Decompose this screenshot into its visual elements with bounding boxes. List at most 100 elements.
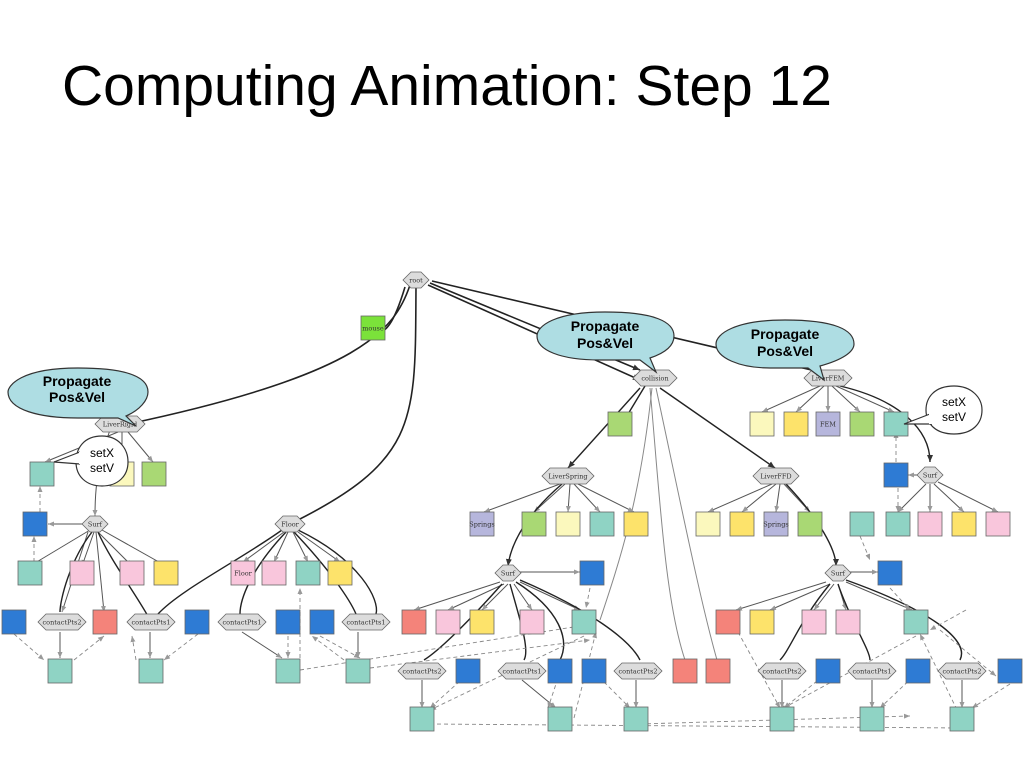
node-floor-cp1b bbox=[341, 613, 391, 631]
node-floor-label: Floor bbox=[281, 520, 299, 528]
node-liver-rigid-label: LiverRigid bbox=[103, 420, 137, 428]
node-spring-surf-model bbox=[519, 609, 545, 635]
node-liver-ffd-label: LiverFFD bbox=[760, 472, 791, 480]
node-spring-cp2b-label: contactPts2 bbox=[619, 667, 658, 675]
node-rigid-mapping bbox=[22, 511, 48, 537]
callout-right-line2: Pos&Vel bbox=[757, 343, 813, 359]
node-spring-mass bbox=[555, 511, 581, 537]
node-floor-model bbox=[261, 560, 287, 586]
node-collision-detect bbox=[672, 658, 698, 684]
node-ffd-cp2-label: contactPts2 bbox=[763, 667, 802, 675]
node-rigid-cp1-map bbox=[184, 609, 210, 635]
node-ffd-solver bbox=[797, 511, 823, 537]
node-ffd-surf-state bbox=[903, 609, 929, 635]
node-ffd-surf-map bbox=[877, 560, 903, 586]
node-floor-topo-label: Floor bbox=[234, 569, 252, 577]
node-fem-mass bbox=[749, 411, 775, 437]
node-rigid-cp1-label: contactPts1 bbox=[132, 618, 171, 626]
node-spring-cp1 bbox=[497, 662, 547, 680]
node-ffd-state bbox=[849, 511, 875, 537]
node-rigid-surf-label: Surf bbox=[88, 520, 103, 528]
node-spring-surf-topo bbox=[435, 609, 461, 635]
node-spring-surf-label: Surf bbox=[501, 569, 516, 577]
node-rigid-surf-ff bbox=[153, 560, 179, 586]
node-collision bbox=[632, 369, 678, 387]
node-spring-springs-label: Springs bbox=[469, 520, 494, 528]
node-spring-cp2 bbox=[397, 662, 447, 680]
node-ffd-surf-topo bbox=[801, 609, 827, 635]
node-ffd-cp2 bbox=[757, 662, 807, 680]
node-rigid-cp2-map bbox=[1, 609, 27, 635]
node-ffd-cp2b-label: contactPts2 bbox=[943, 667, 982, 675]
node-spring-surf-map bbox=[579, 560, 605, 586]
node-fem-surf-state bbox=[885, 511, 911, 537]
node-ffd-cp2b-map bbox=[997, 658, 1023, 684]
node-rigid-cp2-label: contactPts2 bbox=[43, 618, 82, 626]
node-ffd-surf bbox=[824, 564, 852, 582]
callout-setxv-right: setX setV bbox=[903, 385, 983, 435]
node-fem-surf-map bbox=[883, 462, 909, 488]
node-floor-cp1b-state bbox=[345, 658, 371, 684]
node-floor-state bbox=[295, 560, 321, 586]
node-liver-spring bbox=[541, 467, 595, 485]
node-spring-cp1-state bbox=[547, 706, 573, 732]
callout-left-setv: setV bbox=[90, 461, 114, 475]
node-ffd-cp1-map bbox=[905, 658, 931, 684]
callout-middle-line2: Pos&Vel bbox=[577, 335, 633, 351]
node-root-label: root bbox=[409, 276, 423, 284]
node-mouse-label: mouse bbox=[362, 324, 384, 332]
callout-right-setv: setV bbox=[942, 410, 966, 424]
node-ffd-cp2-state bbox=[769, 706, 795, 732]
callout-propagate-left: Propagate Pos&Vel bbox=[7, 367, 149, 427]
node-liver-fem-label: LiverFEM bbox=[812, 374, 845, 382]
node-rigid-cp2 bbox=[37, 613, 87, 631]
node-rigid-surf-topo bbox=[69, 560, 95, 586]
node-fem-surf-topo bbox=[917, 511, 943, 537]
node-spring-cp1-label: contactPts1 bbox=[503, 667, 542, 675]
node-ffd-cp1-label: contactPts1 bbox=[853, 667, 892, 675]
node-floor-cp1-state bbox=[275, 658, 301, 684]
node-rigid-surf-model bbox=[119, 560, 145, 586]
node-spring-cp2b bbox=[613, 662, 663, 680]
node-spring-solver bbox=[521, 511, 547, 537]
node-spring-collision-model bbox=[401, 609, 427, 635]
node-rigid-state bbox=[29, 461, 55, 487]
node-fem-surf-ff bbox=[951, 511, 977, 537]
callout-middle-line1: Propagate bbox=[571, 318, 640, 334]
node-spring-cp2-map bbox=[455, 658, 481, 684]
callout-right-setx: setX bbox=[942, 395, 966, 409]
callout-propagate-middle: Propagate Pos&Vel bbox=[536, 311, 675, 374]
callout-setxv-left: setX setV bbox=[53, 435, 129, 487]
node-ffd-cp1-state bbox=[859, 706, 885, 732]
node-ffd-surf-ff bbox=[749, 609, 775, 635]
node-spring-cp1-map bbox=[547, 658, 573, 684]
node-rigid-surf bbox=[81, 515, 109, 533]
node-collision-pipeline bbox=[607, 411, 633, 437]
node-floor-cp1-label: contactPts1 bbox=[223, 618, 262, 626]
node-ffd-collision-model bbox=[715, 609, 741, 635]
node-floor-cp1b-label: contactPts1 bbox=[347, 618, 386, 626]
node-ffd-cp2b bbox=[937, 662, 987, 680]
node-floor-cp1-map bbox=[275, 609, 301, 635]
node-spring-ff bbox=[623, 511, 649, 537]
node-collision-label: collision bbox=[641, 374, 668, 382]
node-spring-cp2b-map bbox=[581, 658, 607, 684]
node-rigid-cp1 bbox=[126, 613, 176, 631]
callout-left-line1: Propagate bbox=[43, 373, 112, 389]
node-spring-cp2-label: contactPts2 bbox=[403, 667, 442, 675]
node-spring-surf bbox=[494, 564, 522, 582]
node-spring-surf-state bbox=[571, 609, 597, 635]
node-fem-ff bbox=[783, 411, 809, 437]
node-fem-fem bbox=[815, 411, 841, 437]
node-spring-cp2b-state bbox=[623, 706, 649, 732]
node-spring-state bbox=[589, 511, 615, 537]
node-fem-solver bbox=[849, 411, 875, 437]
node-ffd-surf-label: Surf bbox=[831, 569, 846, 577]
node-root bbox=[402, 271, 430, 289]
node-rigid-solver bbox=[141, 461, 167, 487]
node-rigid-collision-model bbox=[92, 609, 118, 635]
node-floor bbox=[274, 515, 306, 533]
node-fem-surf-model bbox=[985, 511, 1011, 537]
node-rigid-cp1-state bbox=[138, 658, 164, 684]
